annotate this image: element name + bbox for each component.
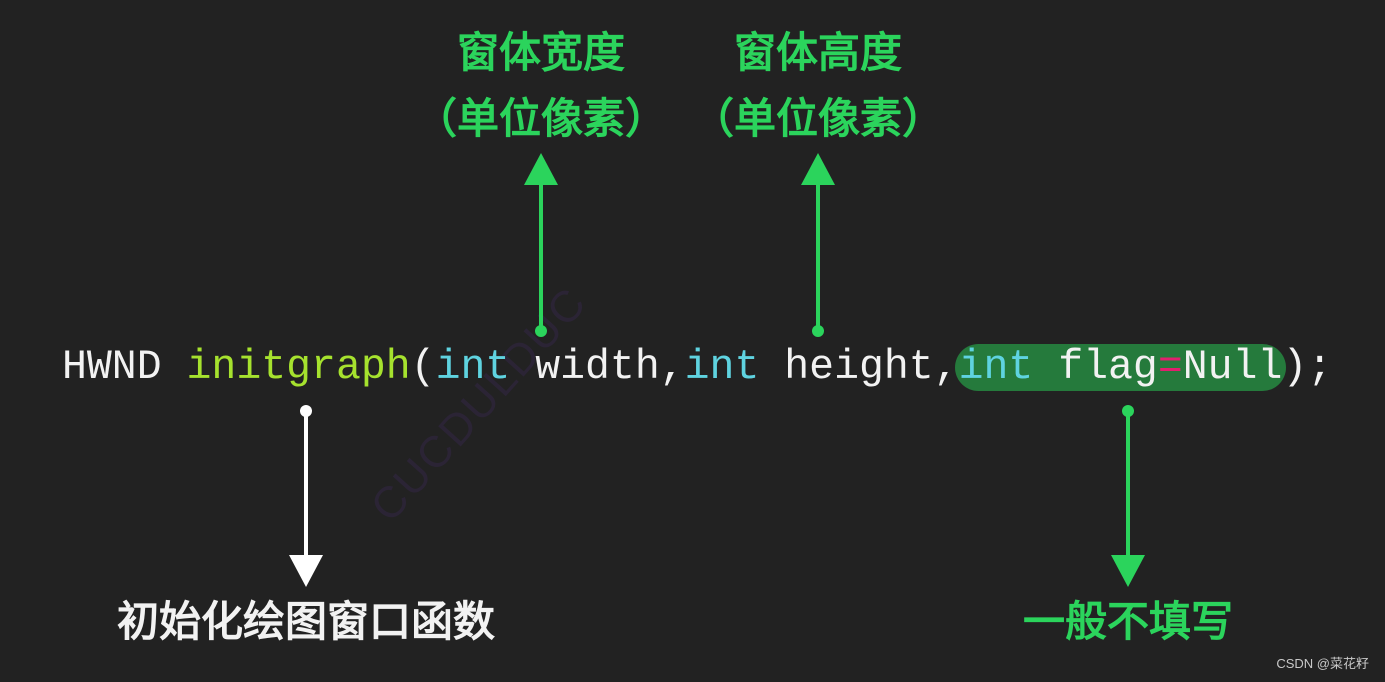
credit: CSDN @菜花籽 <box>1276 656 1369 671</box>
height-title: 窗体高度 <box>733 28 903 77</box>
code-line: HWND initgraph(int width,int height,int … <box>62 342 1332 394</box>
function-description: 初始化绘图窗口函数 <box>116 597 496 646</box>
width-unit: （单位像素） <box>414 94 668 143</box>
function-name: initgraph <box>186 344 411 391</box>
param-width: width, <box>510 344 685 391</box>
equals-operator: = <box>1157 344 1183 391</box>
param-flag: flag <box>1033 344 1158 391</box>
height-arrow <box>801 153 835 337</box>
keyword-int: int <box>684 344 760 391</box>
flag-arrow <box>1111 405 1145 587</box>
width-title: 窗体宽度 <box>456 28 626 77</box>
width-arrow <box>524 153 558 337</box>
return-type: HWND <box>62 344 187 391</box>
function-arrow <box>289 405 323 587</box>
flag-description: 一般不填写 <box>1022 597 1234 646</box>
default-value: Null <box>1182 344 1283 391</box>
height-unit: （单位像素） <box>691 94 945 143</box>
flag-highlight: int flag=Null <box>954 344 1287 391</box>
open-paren: ( <box>410 344 436 391</box>
keyword-int: int <box>435 344 511 391</box>
close-paren: ); <box>1282 344 1333 391</box>
param-height: height, <box>759 344 959 391</box>
keyword-int: int <box>958 344 1034 391</box>
